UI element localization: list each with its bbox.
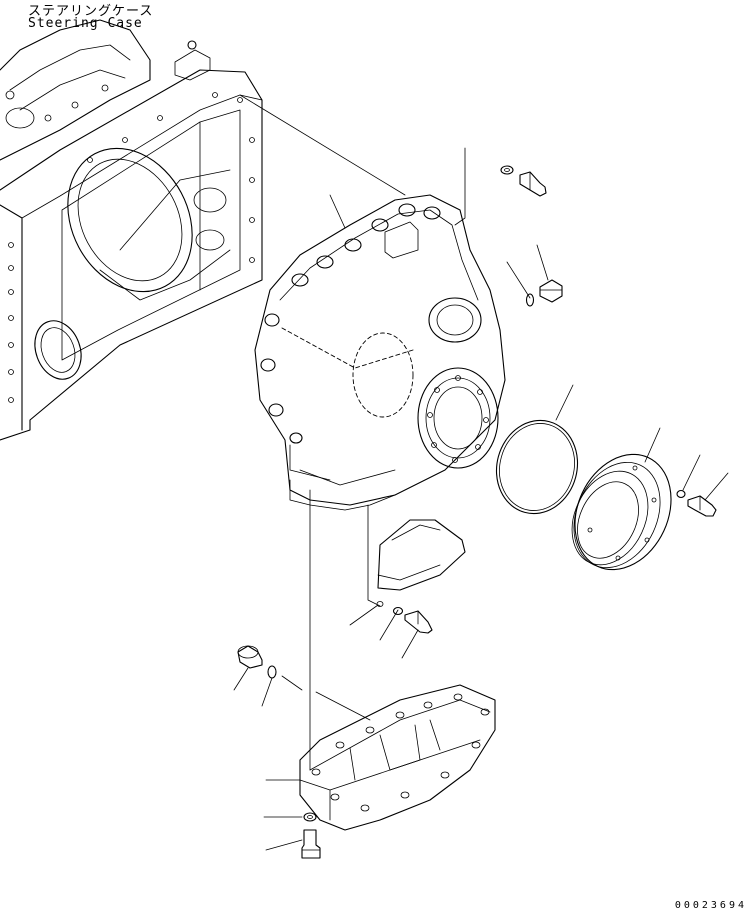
- steering-case-label-jp: ステアリングケース: [28, 4, 154, 19]
- assembly-line: [367, 504, 381, 607]
- small-cover-plate: [377, 519, 466, 591]
- steering-case: [0, 19, 263, 441]
- leader-line: [329, 194, 346, 229]
- washer-right: [676, 489, 686, 499]
- leader-line: [536, 244, 549, 281]
- leader-line: [704, 472, 729, 501]
- leader-line: [379, 609, 399, 641]
- assembly-line: [239, 94, 406, 196]
- bottom-cover: [299, 684, 496, 831]
- leader-line: [261, 677, 273, 707]
- bolt-top: [519, 171, 547, 197]
- leader-line: [265, 839, 303, 851]
- leader-line: [349, 604, 379, 626]
- washer-top: [500, 165, 514, 175]
- drain-plug: [237, 645, 263, 669]
- leader-line: [401, 629, 419, 659]
- cover-seal: [571, 453, 672, 571]
- leader-line: [506, 261, 531, 299]
- leader-line: [555, 384, 574, 421]
- assembly-line: [454, 147, 466, 226]
- o-ring-small: [525, 293, 535, 307]
- bolt-bottom: [301, 829, 321, 859]
- washer-bottom: [303, 812, 317, 822]
- leader-line: [644, 427, 661, 463]
- bolt-right: [687, 495, 717, 517]
- washer-plate: [392, 606, 404, 616]
- o-ring-large: [495, 419, 579, 515]
- o-ring-drain: [267, 665, 277, 679]
- figure-number: 00023694: [674, 900, 747, 911]
- bolt-plate: [404, 610, 433, 634]
- gear-housing: [254, 194, 506, 511]
- leader-line: [315, 691, 371, 721]
- leader-line: [682, 454, 701, 491]
- assembly-line: [281, 675, 303, 691]
- plug-right: [539, 279, 563, 303]
- leader-line: [233, 667, 249, 691]
